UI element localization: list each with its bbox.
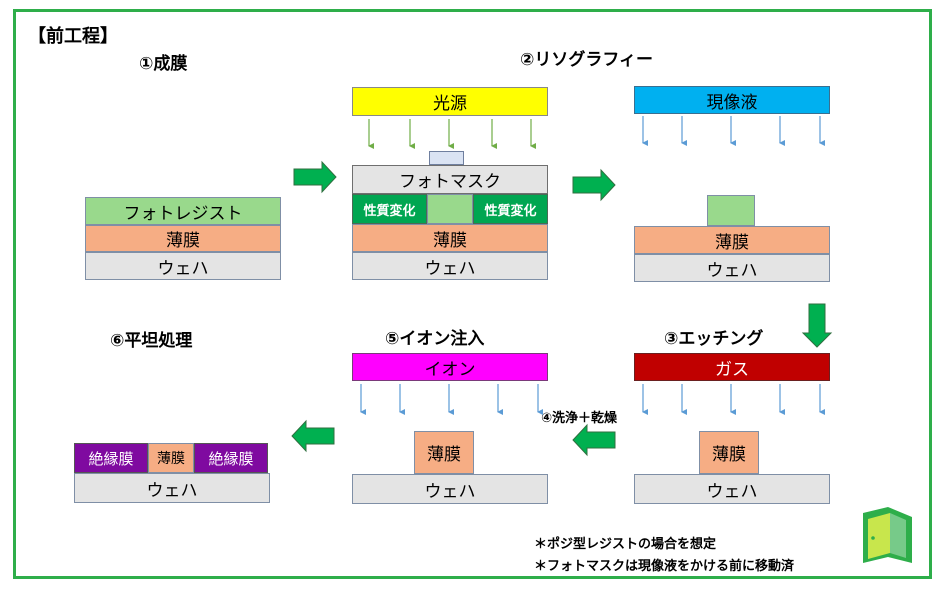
thin-film-layer: 薄膜	[85, 225, 281, 252]
gas-rays	[642, 384, 825, 415]
ion-rays	[360, 384, 543, 415]
wafer-layer: ウェハ	[85, 252, 281, 280]
insulator-left: 絶縁膜	[74, 443, 148, 473]
mask-holder	[429, 151, 464, 165]
insulator-right: 絶縁膜	[194, 443, 268, 473]
thin-film-layer: 薄膜	[634, 226, 830, 254]
remaining-resist	[707, 195, 755, 226]
step-etching-label: ③エッチング	[664, 329, 764, 349]
photoresist-layer: フォトレジスト	[85, 197, 281, 225]
step-cleaning-label: ④洗浄＋乾燥	[541, 411, 618, 426]
unexposed-resist	[427, 194, 473, 224]
note-positive-resist: ＊ポジ型レジストの場合を想定	[534, 537, 717, 552]
photomask: フォトマスク	[352, 165, 548, 194]
light-rays	[368, 119, 536, 149]
thin-film-layer: 薄膜	[352, 224, 548, 252]
light-source-bar: 光源	[352, 87, 548, 116]
wafer-layer: ウェハ	[352, 252, 548, 280]
patterned-film: 薄膜	[699, 431, 759, 474]
wafer-layer: ウェハ	[634, 474, 830, 504]
wafer-layer: ウェハ	[634, 254, 830, 282]
wafer-layer: ウェハ	[352, 474, 548, 504]
altered-region-left: 性質変化	[352, 194, 427, 224]
page-title: 【前工程】	[28, 26, 118, 47]
step-ion-implant-label: ⑤イオン注入	[385, 329, 485, 349]
door-logo-icon	[863, 507, 912, 563]
developer-drops	[642, 116, 825, 146]
step-lithography-label: ②リソグラフィー	[520, 50, 654, 70]
gas-bar: ガス	[634, 353, 830, 381]
film-center: 薄膜	[148, 443, 194, 473]
altered-region-right: 性質変化	[473, 194, 548, 224]
developer-bar: 現像液	[634, 86, 830, 114]
wafer-layer: ウェハ	[74, 473, 270, 503]
note-mask-moved: ＊フォトマスクは現像液をかける前に移動済	[534, 559, 795, 574]
patterned-film: 薄膜	[414, 431, 474, 474]
process-arrows	[291, 160, 833, 457]
step-deposition-label: ①成膜	[139, 54, 188, 74]
ion-bar: イオン	[352, 353, 548, 381]
step-planarize-label: ⑥平坦処理	[110, 331, 193, 351]
diagram-frame	[13, 9, 932, 579]
